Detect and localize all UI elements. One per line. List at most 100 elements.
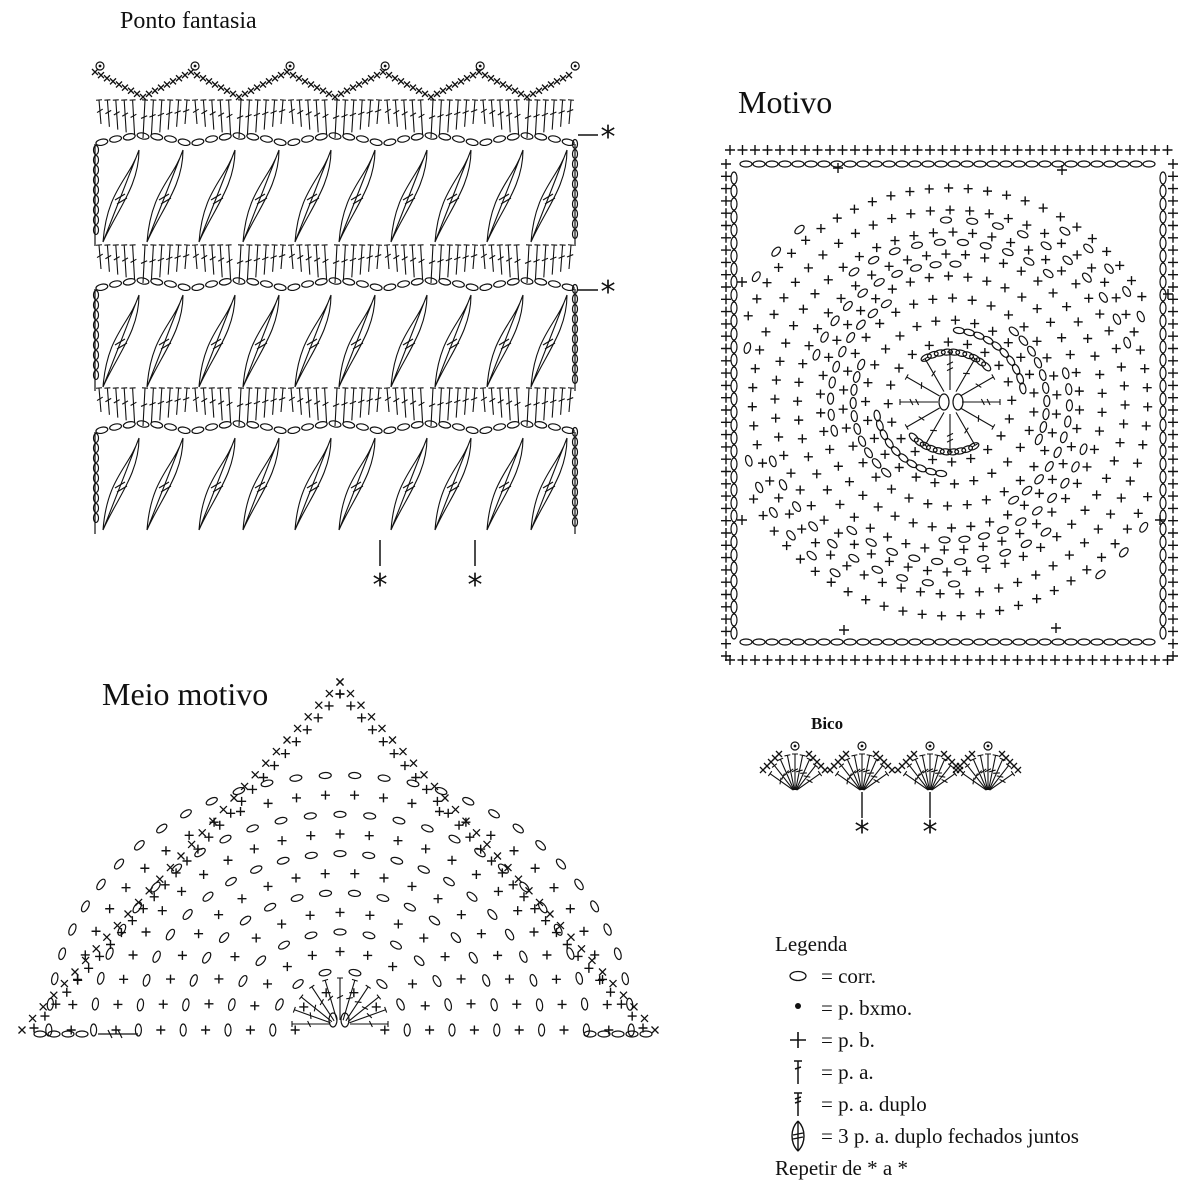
chain-stitch [488,809,500,819]
chain-stitch [342,278,356,286]
x-stitch [529,90,537,98]
chain-stitch [613,947,622,961]
plus-stitch [721,454,731,465]
dot-stitch [383,64,387,68]
chain-stitch [1159,613,1167,627]
chain-stitch [232,786,246,796]
plus-stitch [924,273,934,283]
plus-stitch [983,186,993,196]
chain-stitch [852,371,861,383]
plus-stitch [721,355,731,366]
x-stitch [92,944,101,953]
plus-stitch [201,1025,211,1035]
plus-stitch [1061,494,1071,504]
double-treble-stitch [946,414,954,453]
x-stitch [415,87,423,95]
plus-stitch [775,356,785,366]
chain-stitch [232,132,246,140]
chain-stitch [92,289,100,301]
x-stitch [567,933,575,942]
plus-stitch [721,245,731,256]
plus-stitch [793,396,803,406]
plus-stitch [983,445,993,455]
plus-stitch [1022,220,1032,230]
plus-stitch [1037,145,1048,155]
plus-stitch [1168,589,1178,600]
chain-stitch [136,998,145,1012]
plus-stitch [721,331,731,342]
x-stitch [842,750,850,758]
treble-stitch [926,753,934,790]
chain-stitch [910,264,922,272]
plus-stitch [963,272,973,282]
plus-stitch [862,655,873,665]
plus-stitch [291,737,301,747]
chain-stitch [730,353,738,367]
treble-stitch [796,770,823,791]
plus-stitch [937,611,947,621]
plus-stitch [896,434,906,444]
chain-stitch [986,638,1000,646]
treble-stitch [366,244,374,272]
plus-stitch [789,321,799,331]
plus-stitch [774,493,784,503]
chain-stitch [1021,485,1033,496]
chain-stitch [246,824,259,833]
plus-stitch [825,145,835,155]
chain-stitch [58,947,67,961]
x-stitch [229,90,237,98]
plus-stitch [834,238,844,248]
chain-stitch [537,901,548,914]
chain-stitch [913,437,925,447]
treble-stitch [541,244,549,278]
plus-stitch [465,832,475,842]
plus-stitch [725,145,735,155]
plus-stitch [1168,651,1178,661]
plus-stitch [177,886,187,896]
chain-stitch [832,360,841,373]
chain-stitch [1059,431,1068,444]
chain-stitch [113,858,125,870]
plus-stitch [721,232,731,243]
chain-stitch [1012,160,1026,168]
treble-stitch [149,244,157,281]
plus-stitch [116,928,126,938]
chain-stitch [1159,249,1167,263]
chain-stitch [843,638,857,646]
chain-stitch [947,160,961,168]
plus-stitch [758,458,768,468]
x-stitch [293,724,302,733]
x-stitch [483,840,491,849]
chain-stitch [362,851,376,860]
plus-stitch [299,1002,309,1012]
treble-stitch [349,387,357,421]
chain-stitch [871,565,884,574]
chain-stitch [730,405,738,419]
plus-stitch [432,796,442,806]
plus-stitch [1003,377,1013,387]
plus-stitch [1168,355,1178,366]
plus-stitch [259,773,268,782]
plus-stitch [1049,586,1059,596]
chain-stitch [421,824,434,833]
plus-stitch [839,385,849,395]
chain-stitch [603,923,612,936]
chain-stitch [730,301,738,315]
chain-stitch [250,865,263,874]
treble-stitch [791,753,799,790]
chain-stitch [390,856,404,865]
plus-stitch [1013,577,1023,587]
treble-stitch [313,387,321,421]
x-stitch [391,74,399,82]
plus-stitch [826,577,836,587]
chain-stitch [739,638,753,646]
chain-stitch [895,638,909,646]
plus-stitch [975,609,985,619]
plus-stitch [84,963,94,973]
chain-stitch [1015,517,1027,527]
cluster-bar [306,481,320,493]
plus-stitch [419,933,429,943]
treble-stitch [366,387,374,415]
chain-stitch [960,638,974,646]
plus-stitch [912,145,923,155]
